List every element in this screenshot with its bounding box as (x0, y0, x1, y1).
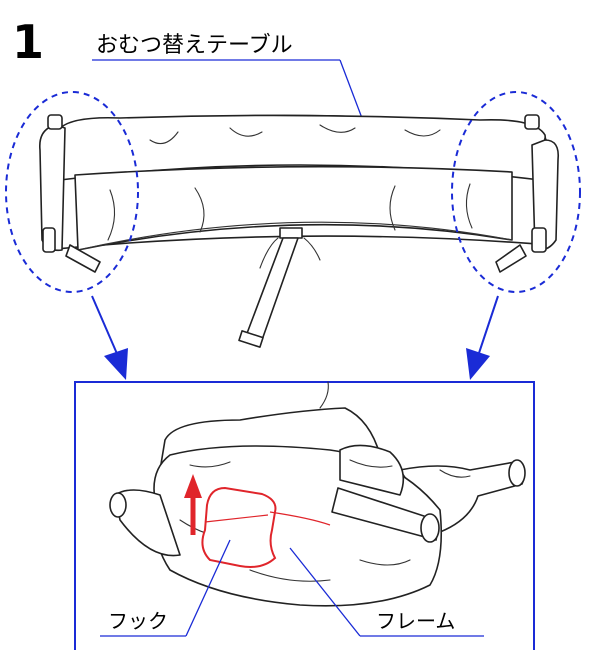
hook-detail-drawing (109, 381, 526, 607)
right-detail-circle (451, 91, 581, 293)
hook-leader (100, 539, 231, 637)
arrow-up-icon (184, 474, 202, 535)
frame-label: フレーム (376, 609, 455, 633)
arrow-down-icon (91, 295, 128, 380)
changing-table-drawing (38, 114, 560, 348)
arrow-down-icon (466, 295, 499, 380)
hook-highlight (201, 486, 277, 568)
changing-table-label: おむつ替えテーブル (96, 33, 293, 58)
hook-label: フック (108, 609, 168, 633)
step-number: 1 (12, 15, 44, 69)
left-detail-circle (5, 91, 139, 293)
frame-leader (289, 547, 484, 637)
detail-frame-box (74, 381, 535, 650)
